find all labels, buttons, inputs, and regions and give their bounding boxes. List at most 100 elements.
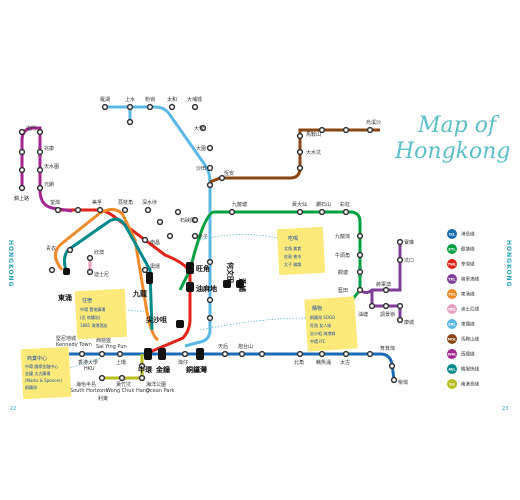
note-stay-line3: 1881 海港酒店 (80, 322, 107, 328)
note-eat-title: 吃喝 (288, 235, 298, 242)
label-quarry-bay: 鰂魚涌 (316, 359, 331, 366)
label-tin-shui-wai: 天水圍 (44, 163, 59, 170)
page-number-left: 22 (10, 406, 16, 412)
page-number-right: 23 (502, 406, 508, 412)
label-sheung-shui: 上水 (125, 96, 135, 103)
label-siu-hong: 兆康 (44, 145, 54, 152)
legend-code: SIL (449, 382, 456, 386)
kwun-tong-line (178, 210, 362, 301)
label-tko: 將軍澳 (376, 281, 391, 288)
note-shop-title: 購物 (312, 305, 322, 312)
south-island-line (102, 354, 144, 380)
label-fanling: 粉嶺 (145, 96, 155, 103)
label-sunny-bay: 欣澳 (94, 249, 104, 256)
legend-code: ISL (449, 232, 456, 236)
sticky-note-business: 商業中心 中環 國際金融中心 金鐘 太古廣場 (Marks & Spencer)… (20, 346, 72, 400)
label-ocean-park: 海洋公園 (146, 381, 166, 388)
label-sha-tin: 沙田 (196, 166, 206, 172)
label-ocean-park-en: Ocean Park (146, 388, 174, 394)
connector-shop (199, 317, 307, 331)
note-shop-line1: 銅鑼灣 SOGO (310, 314, 335, 320)
label-lai-chi-kok: 荔枝角 (118, 199, 133, 206)
legend-code: TWL (448, 262, 457, 266)
legend-swatch (447, 319, 457, 329)
label-wong-chuk-hang: 黃竹坑 (116, 381, 131, 388)
note-eat-line1: 北角 美食 (284, 245, 301, 251)
label-nam-cheong: 南昌 (150, 239, 160, 246)
ma-on-shan-line (209, 128, 380, 184)
station-kowloon: 九龍 (132, 289, 147, 298)
legend-label: 港島綫 (461, 231, 475, 238)
label-prince-edward: 太子 (198, 233, 208, 240)
label-tai-wai: 大圍 (196, 145, 206, 152)
note-shop-line4: 中環 IFC (310, 338, 326, 344)
label-yau-tong: 油塘 (358, 311, 368, 318)
legend-code: ERL (448, 322, 456, 326)
label-kam-sheung: 錦上路 (14, 195, 29, 202)
station-yaumatei: 油麻地 (196, 284, 217, 293)
legend-swatch (447, 229, 457, 239)
label-tai-koo: 太古 (340, 359, 350, 366)
label-wong-chuk-hang-en: Wong Chuk Hang (106, 388, 149, 394)
label-tsuen-wan: 荃灣 (50, 199, 60, 206)
label-wan-chai: 灣仔 (178, 359, 188, 366)
stations-small (18, 103, 404, 384)
label-chai-wan: 柴灣 (398, 379, 408, 386)
sticky-note-stay: 住宿 中環 置地廣場 (近 地鐵站) 1881 海港酒店 (74, 288, 128, 340)
label-shek-kip-mei: 石硤尾 (180, 217, 195, 224)
label-mei-foo: 美孚 (92, 199, 102, 206)
label-ma-on-shan: 馬鞍山 (306, 131, 321, 138)
legend-swatch (447, 244, 457, 254)
station-tungchung: 東涌 (58, 293, 72, 302)
label-tuen-mun: 屯門 (26, 125, 36, 132)
label-sai-ying-pun: 西營盤 (96, 337, 111, 344)
label-south-horizons: 海怡半島 (76, 381, 96, 388)
label-fortress-hill: 炮台山 (238, 343, 253, 350)
connector-stay (127, 309, 146, 313)
connector-eat (199, 234, 279, 241)
label-kowloon-tong: 九龍塘 (232, 201, 247, 208)
legend-label: 荃灣綫 (461, 261, 475, 268)
note-shop-line2: 旺角 女人街 (310, 322, 331, 328)
label-tai-po: 大埔墟 (187, 96, 202, 103)
label-hku: 香港大學 (78, 359, 98, 366)
legend-swatch (447, 304, 457, 314)
legend-label: 馬鞍山綫 (461, 336, 479, 343)
note-business-line2: 金鐘 太古廣場 (25, 370, 50, 376)
label-lohas: 康城 (404, 319, 414, 326)
label-sham-shui-po: 深水埗 (142, 199, 157, 206)
legend-item-erl: ERL 東鐵綫 (447, 319, 475, 329)
label-diamond-hill: 鑽石山 (316, 201, 331, 208)
label-ngau-tau-kok: 牛頭角 (335, 252, 350, 259)
note-shop-line3: 尖沙咀 海港城 (310, 330, 335, 336)
tseung-kwan-o-line (359, 240, 402, 320)
connector-business (69, 357, 101, 369)
legend-label: 東涌綫 (461, 291, 475, 298)
label-kwun-tong: 觀塘 (338, 269, 348, 276)
sticky-note-eat: 吃喝 北角 美食 佐敦 夜市 太子 佛樂 (276, 226, 326, 276)
label-lo-wu: 羅湖 (100, 96, 110, 103)
side-label-left: HONGKONG (7, 240, 14, 288)
label-lei-tung: 利東 (98, 395, 108, 402)
legend-item-twl: TWL 荃灣綫 (447, 259, 475, 269)
legend-label: 迪士尼綫 (461, 306, 479, 313)
legend-label: 東鐵綫 (461, 321, 475, 328)
note-business-line1: 中環 國際金融中心 (25, 363, 58, 369)
label-sai-ying-pun-en: Sai Ying Pun (96, 344, 127, 350)
label-choi-hung: 彩虹 (340, 201, 350, 208)
label-south-horizons-en: South Horizons (70, 388, 108, 394)
label-olympic: 奧運 (150, 263, 160, 270)
map-title-line2: Hongkong (394, 139, 511, 164)
legend-item-isl: ISL 港島綫 (447, 229, 475, 239)
note-business-line4: 銅鑼灣 (25, 384, 37, 390)
label-kennedy-town-en: Kennedy Town (56, 342, 92, 348)
legend-swatch (447, 349, 457, 359)
label-tai-wo: 太和 (167, 96, 177, 103)
